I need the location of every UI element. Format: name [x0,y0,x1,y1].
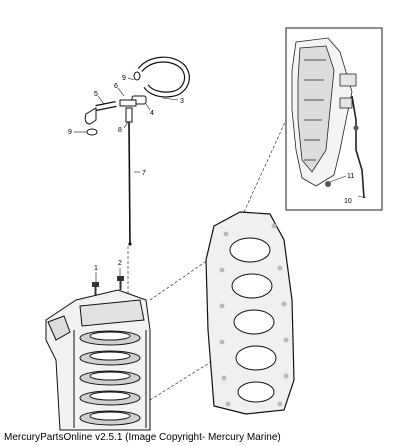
bolt-part-1 [92,282,99,296]
cylinder-head-gasket [205,211,295,415]
inset-clip [353,125,359,131]
tee-part-8 [125,107,133,123]
dipstick-part-7 [128,121,131,245]
cylinder-head [45,289,151,431]
callout-3: 3 [180,98,184,105]
callout-11: 11 [347,173,354,180]
inset-bolt [325,181,331,187]
callout-6: 6 [114,83,118,90]
inset-cylinder-head [291,37,357,187]
copyright-footer: MercuryPartsOnline v2.5.1 (Image Copyrig… [4,432,281,443]
callout-4: 4 [150,110,154,117]
leader-lines [74,77,179,282]
fitting-part-4 [119,99,137,107]
callout-2: 2 [118,260,122,267]
callout-9-top: 9 [122,75,126,82]
callout-5: 5 [94,91,98,98]
clamp-part-9-top [133,71,141,81]
callout-8: 8 [118,127,122,134]
inset-dipstick-tube [351,95,365,199]
callout-10: 10 [344,198,352,205]
bolt-part-2 [117,276,124,290]
callout-7: 7 [142,170,146,177]
inset-detail-view: 11 10 [285,27,383,211]
elbow-part-5 [84,107,97,125]
alignment-lines [127,119,287,401]
vent-hose-assembly [84,56,190,136]
callout-9-lower: 9 [68,129,72,136]
clamp-part-9-lower [86,128,98,136]
callout-1: 1 [94,265,98,272]
